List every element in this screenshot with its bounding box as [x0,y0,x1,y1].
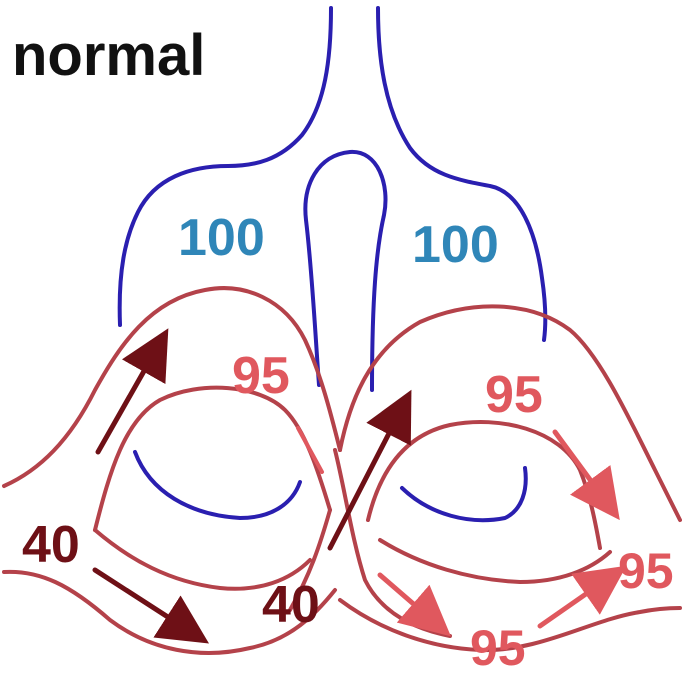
arrow-right-outer [555,432,605,500]
label-left-40: 40 [22,516,80,574]
right-inner-loop [368,422,600,548]
arrow-left-mid-tick [298,428,322,472]
left-inner-loop [95,388,330,530]
label-bottom-95: 95 [470,620,526,676]
diagram-title: normal [12,23,205,88]
arrow-right-lower [380,575,432,620]
label-right-95: 95 [485,366,543,424]
label-left-95: 95 [232,347,290,405]
label-center-40: 40 [262,576,320,634]
inner-loop-outline [305,152,385,390]
label-left-100: 100 [178,209,265,267]
label-right-100: 100 [412,216,499,274]
label-far-right-95: 95 [618,543,674,599]
upper-trunk-outline-right [378,8,545,340]
right-inner-lower [380,540,610,582]
left-inner-blue [135,452,300,518]
right-inner-blue [402,468,526,520]
arrow-right-bottom [540,580,606,626]
